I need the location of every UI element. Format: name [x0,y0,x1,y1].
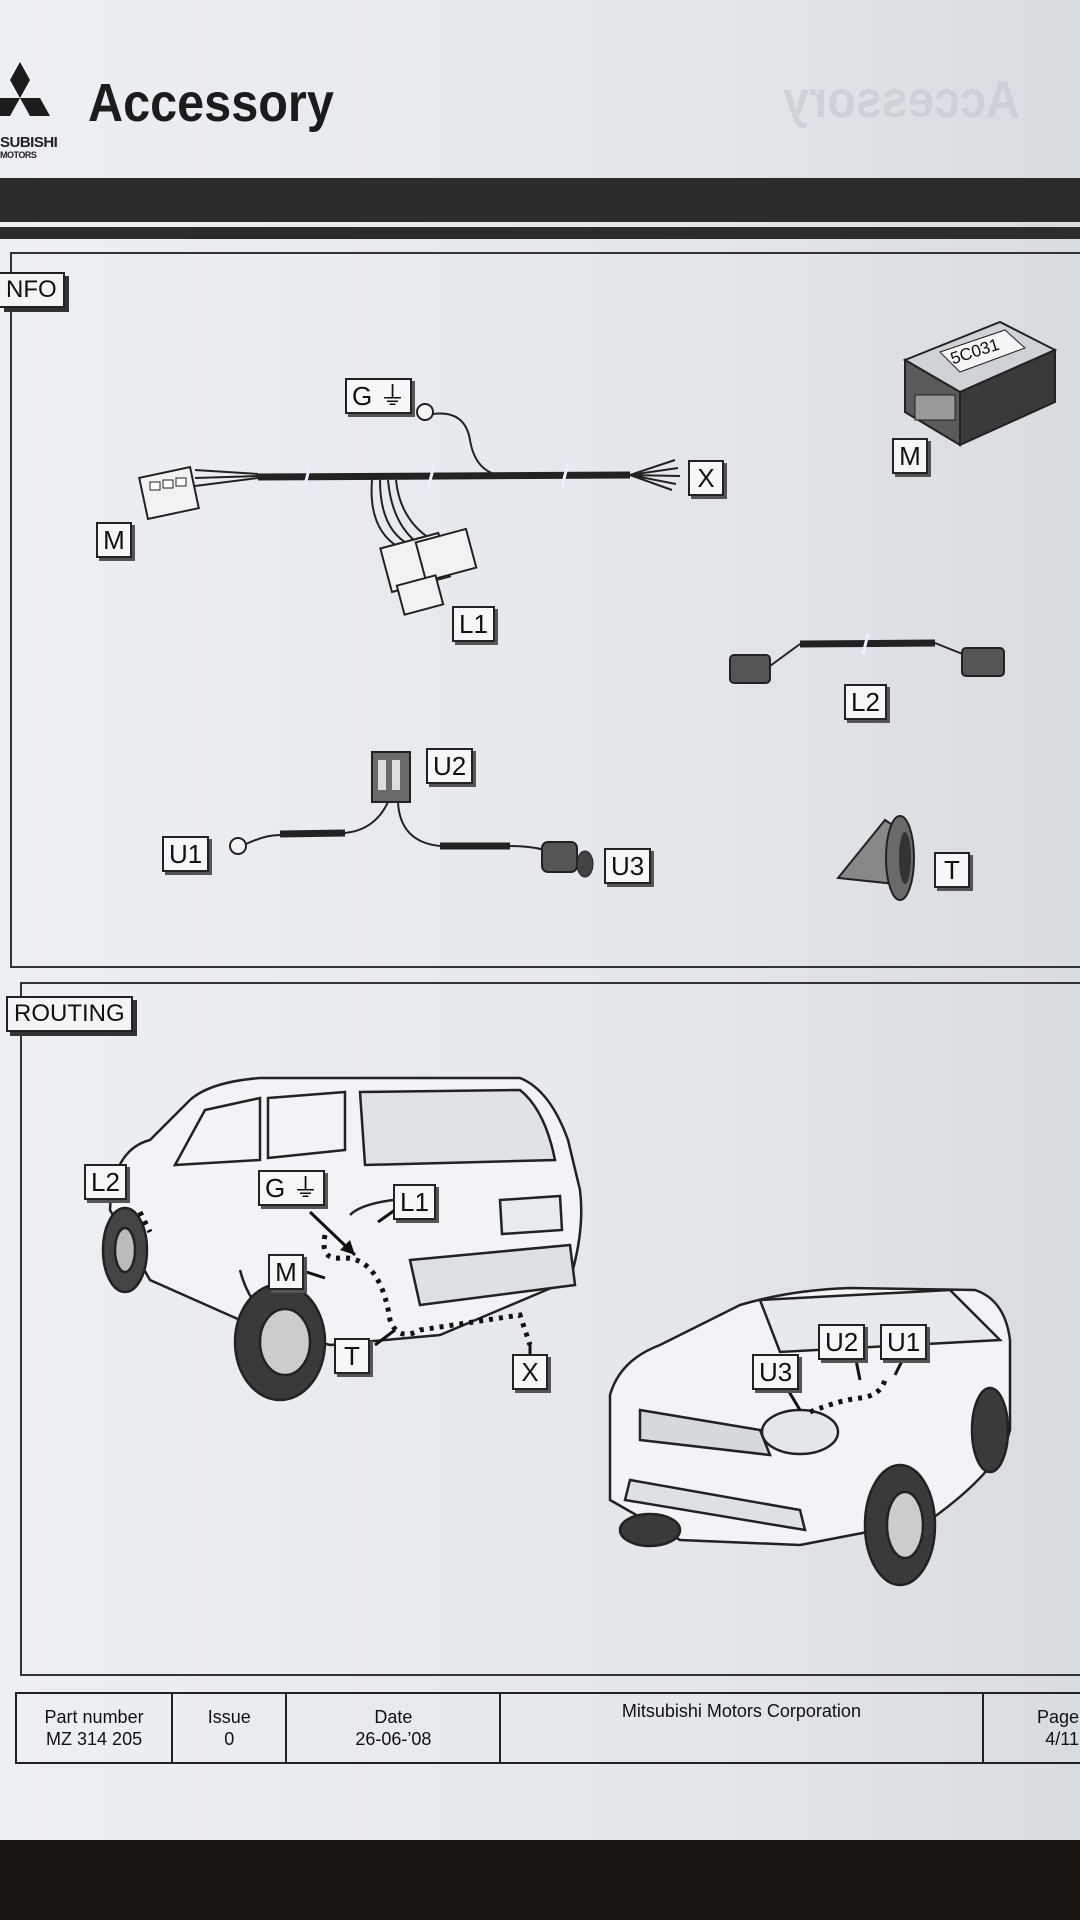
info-section-label: NFO [0,272,65,308]
harness-connector-m-icon [138,465,200,521]
footer-date: Date 26-06-’08 [287,1694,502,1762]
issue-value: 0 [224,1729,235,1749]
footer-company: Mitsubishi Motors Corporation [501,1694,984,1762]
footer-issue: Issue 0 [173,1694,288,1762]
route-label-u3: U3 [752,1354,800,1390]
control-module-icon [902,320,1058,447]
label-m-module: M [892,438,928,474]
page-label: Page [1036,1707,1079,1727]
harness-u-icon [229,751,594,878]
route-label-g: G ⏚ [258,1170,326,1206]
route-label-l2: L2 [84,1164,127,1200]
date-label: Date [374,1707,413,1727]
header-rule [0,227,1080,239]
route-label-l1: L1 [393,1184,436,1220]
label-l2: L2 [844,684,887,720]
header-bar [0,178,1080,222]
label-l1: L1 [452,606,495,642]
part-number-value: MZ 314 205 [46,1729,143,1749]
issue-label: Issue [207,1707,251,1727]
rear-route-line [137,1210,533,1346]
routing-section-label: ROUTING [6,996,133,1032]
route-label-u1: U1 [880,1324,928,1360]
label-u2: U2 [426,748,474,784]
rear-vehicle-icon [101,1076,583,1402]
label-g-text: G [352,381,373,411]
front-route-line [809,1379,888,1415]
brand-line-1: SUBISHI [0,134,58,151]
route-label-t: T [334,1338,370,1374]
info-section [10,252,1080,968]
connector-l1-icon [379,527,478,616]
label-g-ground: G ⏚ [345,378,413,414]
label-u3: U3 [604,848,652,884]
ground-icon: ⏚ [372,381,406,411]
desk-background [0,1840,1080,1920]
footer-part-number: Part number MZ 314 205 [17,1694,174,1762]
grommet-icon [836,815,915,901]
route-label-x: X [512,1354,548,1390]
route-label-g-text: G [265,1173,286,1203]
label-u1: U1 [162,836,210,872]
footer-table: Part number MZ 314 205 Issue 0 Date 26-0… [15,1692,1080,1764]
label-t: T [934,852,970,888]
front-vehicle-icon [608,1286,1012,1587]
route-label-u2: U2 [818,1324,866,1360]
label-x: X [688,460,724,496]
cable-l2-icon [729,633,1005,684]
page-value: 4/11 [1045,1729,1079,1749]
label-m-harness: M [96,522,132,558]
part-number-label: Part number [44,1707,144,1727]
routing-section [20,982,1080,1676]
ground-icon-route: ⏚ [285,1173,319,1203]
route-label-m: M [268,1254,304,1290]
date-value: 26-06-’08 [355,1729,432,1749]
routing-drawing [101,1076,1012,1587]
company-name: Mitsubishi Motors Corporation [621,1701,861,1721]
brand-line-2: MOTORS [0,150,37,160]
page-title: Accessory [88,73,334,133]
footer-page: Page 4/11 [984,1694,1080,1762]
main-harness-drawing [138,320,1058,901]
mitsubishi-logo-icon [0,62,50,116]
brand-name: SUBISHI MOTORS [0,134,58,162]
